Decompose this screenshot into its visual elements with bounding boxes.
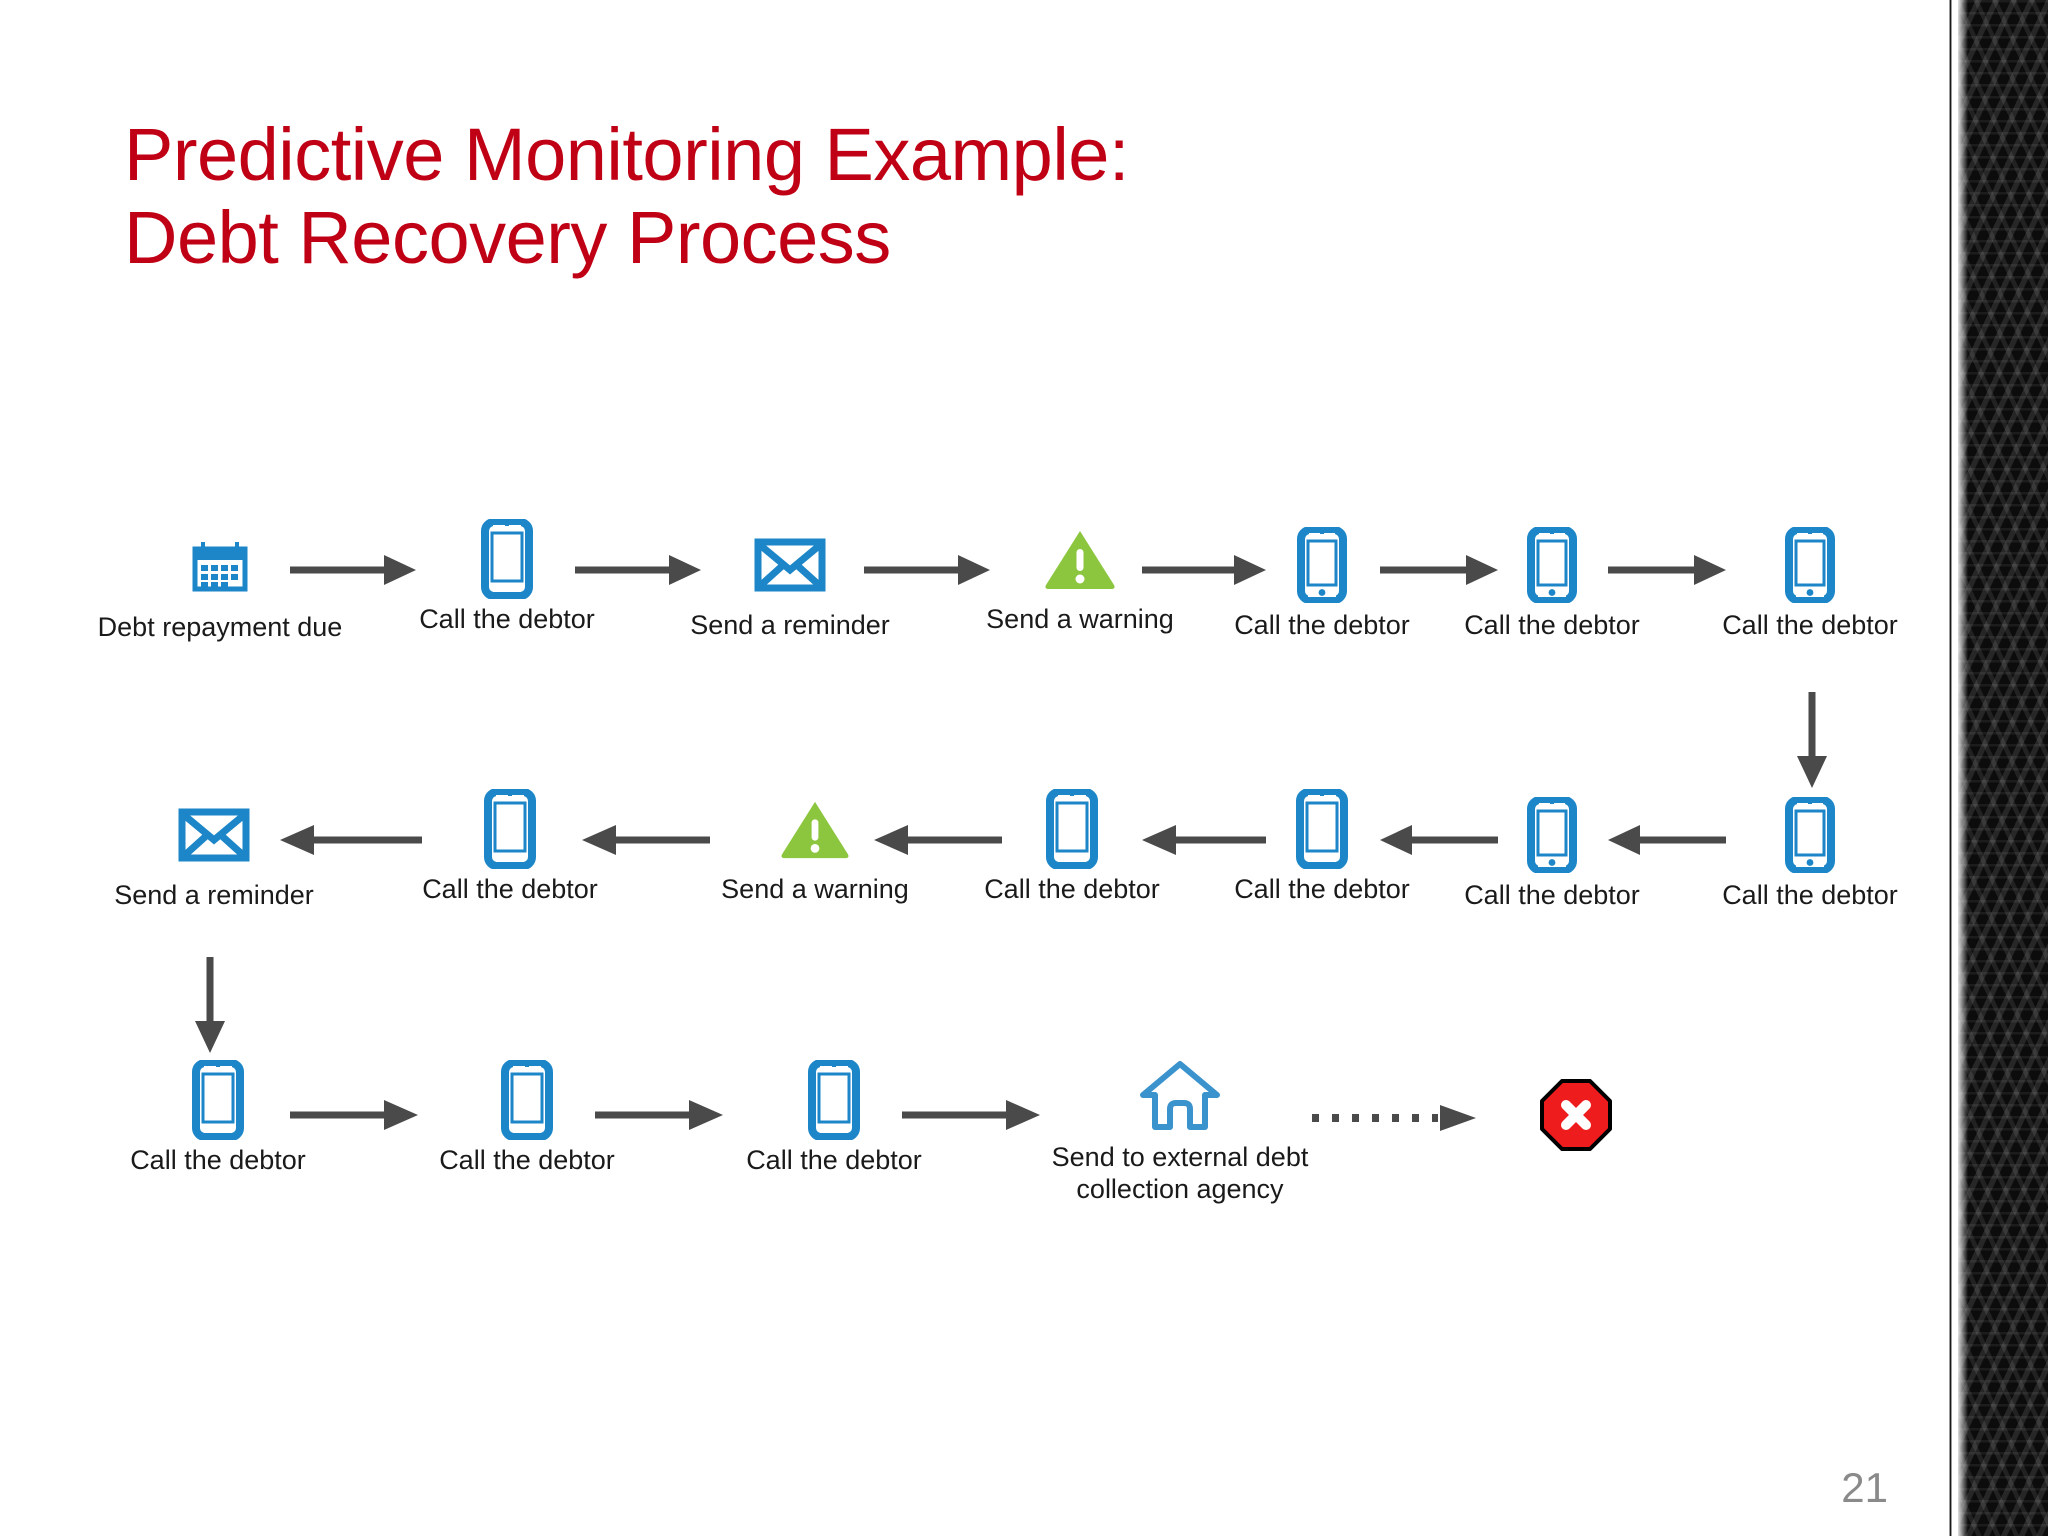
- node-send-a-reminder[interactable]: Send a reminder: [640, 528, 940, 642]
- phone-home-icon: [1402, 797, 1702, 873]
- node-label: Call the debtor: [1464, 880, 1640, 910]
- node-call-the-debtor[interactable]: Call the debtor: [1402, 797, 1702, 912]
- node-send-a-warning[interactable]: Send a warning: [930, 522, 1230, 636]
- arrow-left: [1140, 820, 1268, 860]
- arrow-left: [1378, 820, 1500, 860]
- node-label: Call the debtor: [439, 1145, 615, 1175]
- node-call-the-debtor[interactable]: Call the debtor: [1660, 797, 1960, 912]
- phone-icon: [922, 789, 1222, 869]
- stop-icon: [1426, 1078, 1726, 1152]
- node-label: Call the debtor: [1722, 610, 1898, 640]
- warning-icon: [930, 522, 1230, 596]
- phone-icon: [68, 1060, 368, 1140]
- page-title: Predictive Monitoring Example: Debt Reco…: [124, 113, 1130, 279]
- node-label: Send a reminder: [114, 880, 314, 910]
- node-stop[interactable]: [1426, 1078, 1726, 1160]
- page-number: 21: [1841, 1464, 1888, 1511]
- warning-icon: [665, 792, 965, 866]
- phone-home-icon: [1402, 527, 1702, 603]
- phone-home-icon: [1660, 797, 1960, 873]
- node-label: Call the debtor: [1464, 610, 1640, 640]
- node-send-a-warning[interactable]: Send a warning: [665, 792, 965, 906]
- node-label: Call the debtor: [419, 604, 595, 634]
- node-call-the-debtor[interactable]: Call the debtor: [377, 1060, 677, 1177]
- slide-border-texture: [1958, 0, 2048, 1536]
- node-label: Send a warning: [986, 604, 1174, 634]
- arrow-right: [1378, 550, 1500, 590]
- calendar-icon: [70, 530, 370, 604]
- arrow-right: [288, 550, 418, 590]
- arrow-right: [593, 1095, 725, 1135]
- node-label: Send a warning: [721, 874, 909, 904]
- node-label: Call the debtor: [422, 874, 598, 904]
- phone-icon: [357, 519, 657, 599]
- node-label: Call the debtor: [130, 1145, 306, 1175]
- envelope-icon: [64, 798, 364, 872]
- arrow-left: [278, 820, 424, 860]
- phone-home-icon: [1172, 527, 1472, 603]
- node-label: Call the debtor: [746, 1145, 922, 1175]
- arrow-right: [573, 550, 703, 590]
- node-call-the-debtor[interactable]: Call the debtor: [684, 1060, 984, 1177]
- node-call-the-debtor[interactable]: Call the debtor: [68, 1060, 368, 1177]
- node-call-the-debtor[interactable]: Call the debtor: [357, 519, 657, 636]
- node-debt-repayment-due[interactable]: Debt repayment due: [70, 530, 370, 644]
- slide-border-line: [1949, 0, 1952, 1536]
- arrow-right: [1140, 550, 1268, 590]
- phone-home-icon: [1660, 527, 1960, 603]
- phone-icon: [684, 1060, 984, 1140]
- arrow-right: [288, 1095, 420, 1135]
- node-call-the-debtor[interactable]: Call the debtor: [1172, 527, 1472, 642]
- node-label: Send a reminder: [690, 610, 890, 640]
- node-call-the-debtor[interactable]: Call the debtor: [360, 789, 660, 906]
- arrow-right: [900, 1095, 1042, 1135]
- arrow-right: [1606, 550, 1728, 590]
- phone-icon: [1172, 789, 1472, 869]
- arrow-left: [580, 820, 712, 860]
- house-icon: [1030, 1060, 1330, 1134]
- arrow-right: [862, 550, 992, 590]
- node-label: Debt repayment due: [97, 612, 343, 642]
- final-connector: [1310, 1098, 1480, 1138]
- row1-to-row2-connector: [1792, 690, 1832, 790]
- row2-to-row3-connector: [190, 955, 230, 1055]
- node-send-to-external-debt-collection-agency[interactable]: Send to external debt collection agency: [1030, 1060, 1330, 1206]
- node-call-the-debtor[interactable]: Call the debtor: [1660, 527, 1960, 642]
- node-send-a-reminder[interactable]: Send a reminder: [64, 798, 364, 912]
- node-call-the-debtor[interactable]: Call the debtor: [1172, 789, 1472, 906]
- arrow-left: [1606, 820, 1728, 860]
- node-label: Send to external debt collection agency: [1051, 1142, 1309, 1204]
- node-label: Call the debtor: [1722, 880, 1898, 910]
- node-label: Call the debtor: [984, 874, 1160, 904]
- phone-icon: [360, 789, 660, 869]
- slide-border-gap: [1934, 0, 1940, 1536]
- envelope-icon: [640, 528, 940, 602]
- node-label: Call the debtor: [1234, 610, 1410, 640]
- node-call-the-debtor[interactable]: Call the debtor: [1402, 527, 1702, 642]
- node-call-the-debtor[interactable]: Call the debtor: [922, 789, 1222, 906]
- node-label: Call the debtor: [1234, 874, 1410, 904]
- phone-icon: [377, 1060, 677, 1140]
- arrow-left: [872, 820, 1004, 860]
